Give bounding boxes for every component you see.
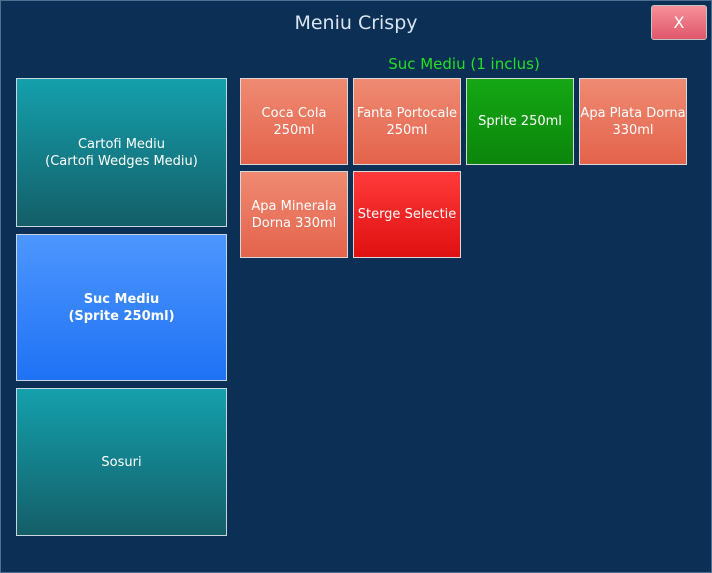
option-line1: Apa Minerala (251, 198, 337, 214)
option-line1: Apa Plata Dorna (580, 105, 686, 121)
close-button[interactable]: X (651, 5, 707, 40)
option-line1: Fanta Portocale (356, 105, 458, 121)
category-sosuri[interactable]: Sosuri (16, 388, 227, 536)
category-suc-mediu[interactable]: Suc Mediu (Sprite 250ml) (16, 234, 227, 381)
option-line1: Sprite 250ml (478, 114, 562, 129)
option-line1: Sterge Selectie (357, 207, 457, 222)
option-sprite-selected[interactable]: Sprite 250ml (466, 78, 574, 165)
option-coca-cola[interactable]: Coca Cola 250ml (240, 78, 348, 165)
option-apa-minerala-dorna[interactable]: Apa Minerala Dorna 330ml (240, 171, 348, 258)
option-fanta-portocale[interactable]: Fanta Portocale 250ml (353, 78, 461, 165)
option-line2: 250ml (273, 122, 315, 138)
category-line2: (Sprite 250ml) (68, 308, 175, 324)
category-line1: Cartofi Mediu (77, 136, 166, 152)
option-line2: 250ml (386, 122, 428, 138)
option-line2: 330ml (612, 122, 654, 138)
category-line1: Sosuri (101, 454, 142, 470)
option-line1: Coca Cola (261, 105, 327, 121)
category-cartofi-mediu[interactable]: Cartofi Mediu (Cartofi Wedges Mediu) (16, 78, 227, 227)
window-title: Meniu Crispy (294, 12, 418, 34)
clear-selection-button[interactable]: Sterge Selectie (353, 171, 461, 258)
option-apa-plata-dorna[interactable]: Apa Plata Dorna 330ml (579, 78, 687, 165)
option-line2: Dorna 330ml (251, 215, 337, 231)
category-line1: Suc Mediu (83, 291, 160, 307)
section-label: Suc Mediu (1 inclus) (388, 55, 540, 73)
category-line2: (Cartofi Wedges Mediu) (45, 153, 198, 169)
